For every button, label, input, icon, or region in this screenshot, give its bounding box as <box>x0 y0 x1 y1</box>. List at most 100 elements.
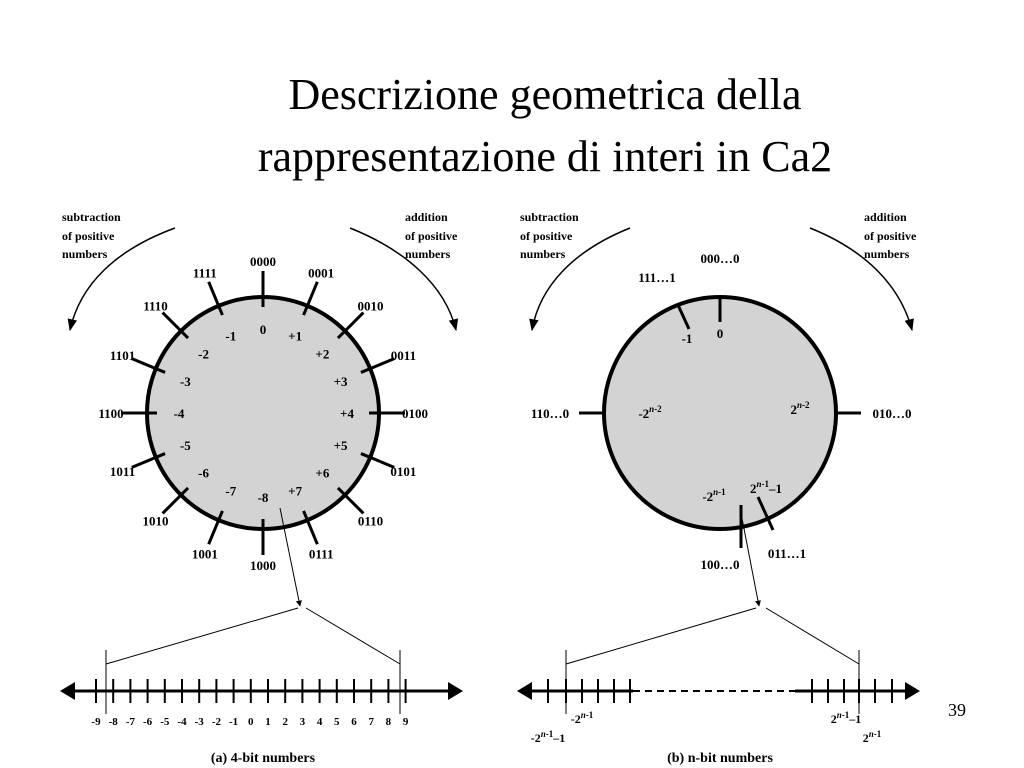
subtraction-direction-arrow <box>67 227 176 332</box>
value-label: -2 <box>198 347 209 362</box>
number-line-label: 1 <box>265 716 271 728</box>
slide-title-line-1: Descrizione geometrica della <box>288 70 802 119</box>
number-line-label: 8 <box>386 716 392 728</box>
value-label: 0 <box>260 322 267 337</box>
zoom-connector-left <box>105 607 299 665</box>
number-line-label: 2n-1–1 <box>831 710 862 726</box>
value-label: 0 <box>717 326 724 341</box>
code-label: 110…0 <box>531 406 569 421</box>
zoom-connector-left <box>565 607 757 665</box>
value-label: -3 <box>180 374 191 389</box>
panel-b-nbit: subtraction of positive numbers addition… <box>517 210 920 766</box>
subtraction-label: subtraction of positive numbers <box>520 210 582 261</box>
subtraction-label: subtraction of positive numbers <box>62 210 124 261</box>
number-line-label: -2n-1 <box>571 710 594 726</box>
ring-tick <box>302 281 319 316</box>
value-label: +2 <box>315 347 329 362</box>
number-line-label: 9 <box>403 716 409 728</box>
value-label: -1 <box>225 328 236 343</box>
code-label: 1100 <box>98 406 123 421</box>
number-line-label: -8 <box>109 716 119 728</box>
tick-max-positive <box>756 496 775 531</box>
code-label: 1001 <box>192 546 218 561</box>
page-number: 39 <box>948 700 966 720</box>
ring-tick <box>161 486 190 515</box>
code-label: 0011 <box>391 348 416 363</box>
code-label: 0110 <box>358 513 383 528</box>
code-label: 0001 <box>308 266 334 281</box>
addition-label: addition of positive numbers <box>405 210 460 261</box>
value-label: +3 <box>334 374 348 389</box>
number-line-label: 2n-1 <box>863 729 882 745</box>
number-line-label: -2n-1–1 <box>531 729 566 745</box>
number-line-label: -7 <box>126 716 136 728</box>
value-label: -1 <box>682 331 693 346</box>
addition-direction-arrow <box>809 227 914 332</box>
number-line <box>517 650 920 714</box>
ring-tick <box>131 357 166 374</box>
code-label: 0010 <box>357 299 383 314</box>
ring-tick <box>336 486 365 515</box>
ring-tick <box>207 281 224 316</box>
ring-tick <box>207 510 224 545</box>
value-label: -5 <box>180 438 191 453</box>
ring-tick <box>131 452 166 469</box>
code-label: 100…0 <box>701 557 740 572</box>
number-line-label: -2 <box>212 716 222 728</box>
code-label: 0000 <box>250 254 276 269</box>
code-label: 011…1 <box>768 546 806 561</box>
ring-tick <box>360 452 395 469</box>
code-label: 111…1 <box>638 270 676 285</box>
number-line-label: 0 <box>248 716 254 728</box>
slide-title-line-2: rappresentazione di interi in Ca2 <box>257 132 833 181</box>
number-line-label: -5 <box>160 716 170 728</box>
value-label: -8 <box>258 490 269 505</box>
number-line-label: 4 <box>317 716 323 728</box>
value-label: -4 <box>174 406 185 421</box>
value-label: +6 <box>315 465 329 480</box>
number-line-label: -9 <box>91 716 101 728</box>
value-label: +4 <box>340 406 354 421</box>
number-line-label: 3 <box>300 716 306 728</box>
number-line-label: 6 <box>351 716 357 728</box>
addition-label: addition of positive numbers <box>864 210 919 261</box>
code-label: 0100 <box>402 406 428 421</box>
number-line-label: -6 <box>143 716 153 728</box>
value-label: -7 <box>225 484 236 499</box>
code-label: 1101 <box>110 348 135 363</box>
panel-a-4bit: subtraction of positive numbers addition… <box>60 210 463 766</box>
panel-caption: (b) n-bit numbers <box>667 751 773 766</box>
number-line-label: 5 <box>334 716 340 728</box>
code-label: 1000 <box>250 558 276 573</box>
number-line-label: 2 <box>282 716 288 728</box>
value-label: +7 <box>288 484 302 499</box>
ring-tick <box>302 510 319 545</box>
zoom-connector-right <box>305 607 401 665</box>
panel-caption: (a) 4-bit numbers <box>211 751 316 766</box>
code-label: 1010 <box>143 513 169 528</box>
slide-title: Descrizione geometrica della rappresenta… <box>0 64 1024 188</box>
code-label: 1110 <box>143 299 168 314</box>
code-label: 000…0 <box>701 251 740 266</box>
ring-tick <box>336 311 365 340</box>
code-label: 1111 <box>193 266 217 281</box>
number-line-label: 7 <box>368 716 374 728</box>
zoom-connector-right <box>765 607 860 665</box>
number-line-label: -4 <box>177 716 187 728</box>
addition-direction-arrow <box>349 227 459 332</box>
code-label: 1011 <box>110 464 135 479</box>
code-label: 0111 <box>309 546 334 561</box>
code-label: 0101 <box>390 464 416 479</box>
value-label: +1 <box>288 328 302 343</box>
ring-tick <box>161 311 190 340</box>
zoom-pointer <box>279 507 302 607</box>
code-label: 010…0 <box>873 406 912 421</box>
zoom-pointer <box>739 507 761 607</box>
ring-tick <box>360 357 395 374</box>
number-line-label: -1 <box>229 716 238 728</box>
number-line-label: -3 <box>195 716 205 728</box>
value-label: -6 <box>198 465 209 480</box>
